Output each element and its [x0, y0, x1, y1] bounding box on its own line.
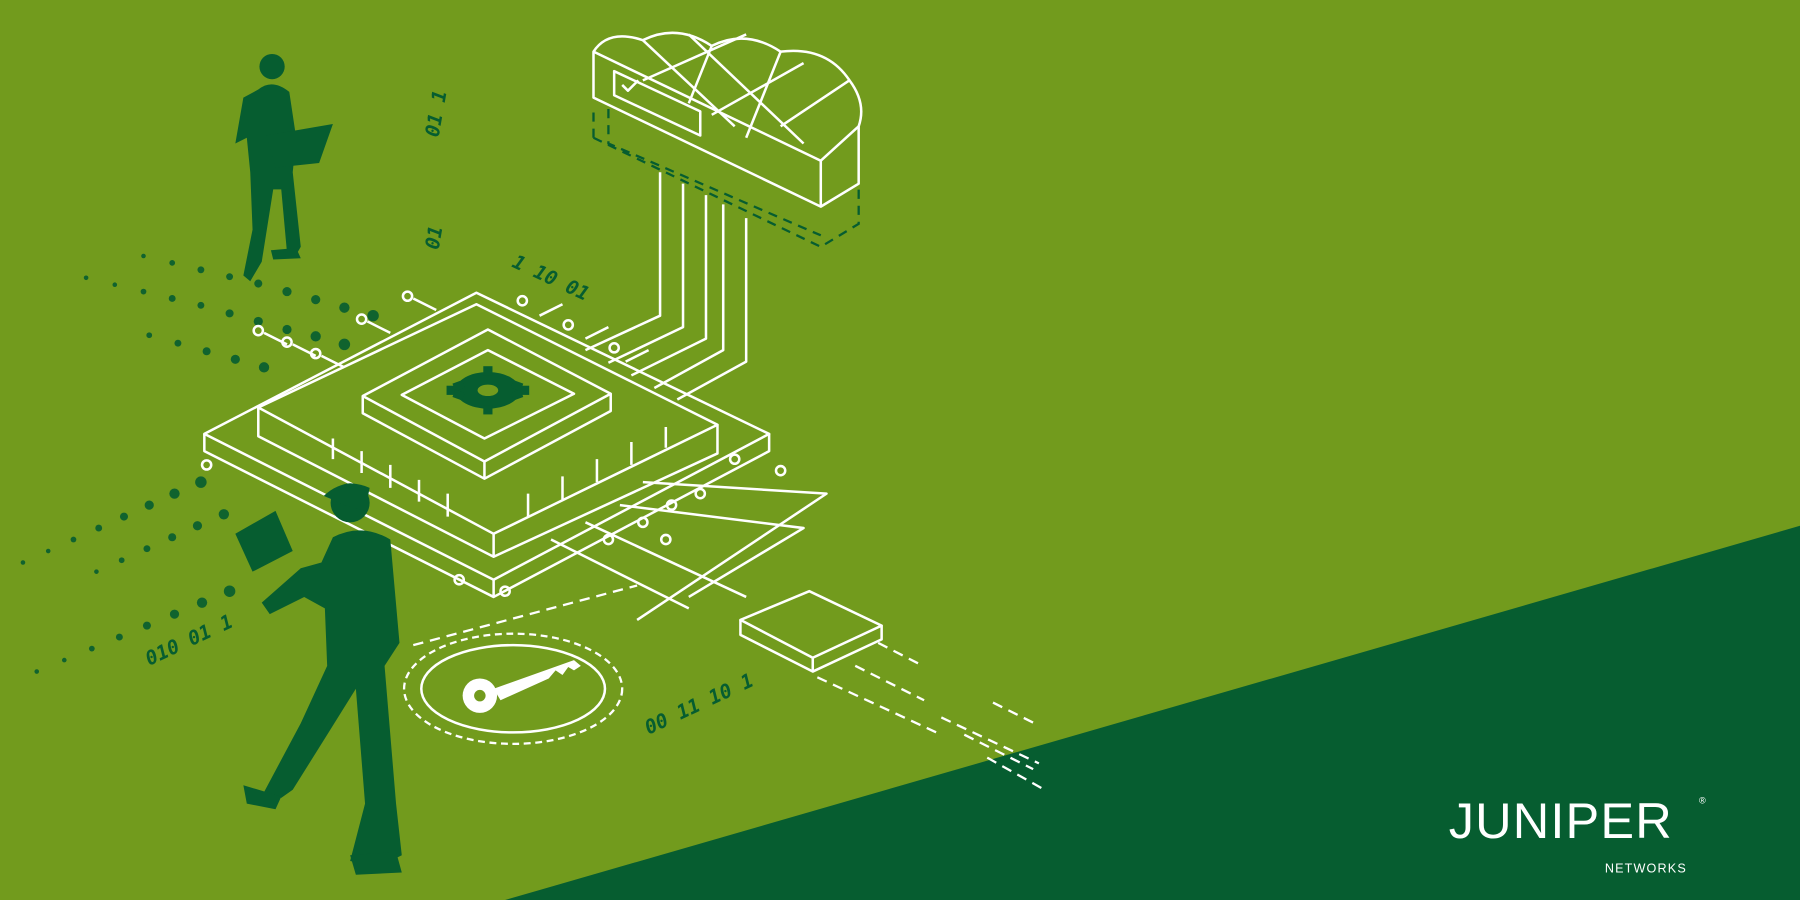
circuit-traces	[550, 480, 828, 621]
key-icon	[402, 632, 624, 746]
module-icon	[739, 589, 883, 673]
gear-icon	[446, 366, 530, 415]
cloud-wires	[584, 172, 748, 401]
logo-text: JUNIPER	[1449, 792, 1673, 849]
cloud-icon	[592, 31, 863, 249]
logo-subtext: NETWORKS	[1605, 861, 1687, 875]
chip-icon	[200, 290, 787, 599]
binary-label: 01	[421, 224, 448, 251]
registered-mark: ®	[1699, 796, 1706, 806]
juniper-networks-logo: JUNIPER NETWORKS ®	[1449, 792, 1706, 875]
person-with-tablet	[235, 483, 402, 875]
dark-green-band	[505, 525, 1800, 900]
person-with-laptop	[235, 53, 333, 282]
dashed-signal-lines	[412, 584, 1046, 791]
dot-trails	[20, 253, 379, 674]
